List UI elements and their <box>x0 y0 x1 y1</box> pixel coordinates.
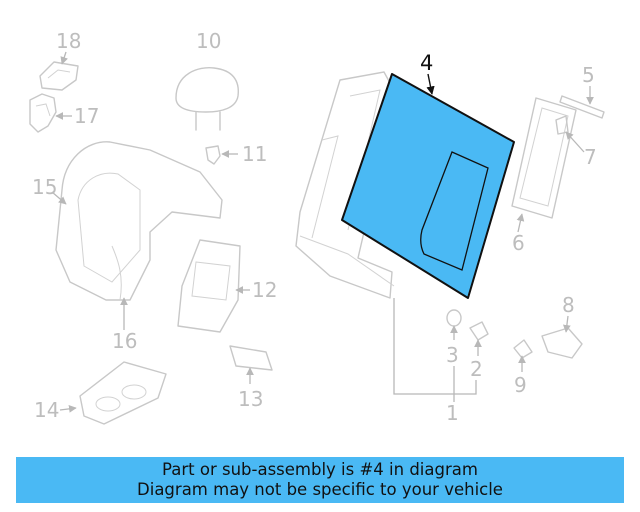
parts-diagram: 18 17 10 11 15 16 12 13 <box>29 29 605 425</box>
part-17-latch <box>29 93 57 133</box>
part-14-cupholder <box>79 361 167 425</box>
banner-line-disclaimer: Diagram may not be specific to your vehi… <box>137 480 503 499</box>
callout-3: 3 <box>446 343 459 367</box>
callout-9: 9 <box>514 373 527 397</box>
part-10-headrest <box>175 67 239 131</box>
part-6-bezel <box>511 97 577 219</box>
callout-4: 4 <box>420 51 433 75</box>
part-8-hinge <box>541 327 583 359</box>
callout-5: 5 <box>582 63 595 87</box>
callout-7: 7 <box>584 145 597 169</box>
part-3-grommet <box>446 309 462 327</box>
callout-15: 15 <box>32 175 57 199</box>
part-13-pad <box>229 345 273 371</box>
callout-8: 8 <box>562 293 575 317</box>
callout-1: 1 <box>446 401 459 425</box>
callout-16: 16 <box>112 329 137 353</box>
callout-13: 13 <box>238 387 263 411</box>
callout-2: 2 <box>470 357 483 381</box>
part-5-trim-strip <box>559 95 605 119</box>
callout-11: 11 <box>242 142 267 166</box>
banner-line-part: Part or sub-assembly is #4 in diagram <box>162 460 478 479</box>
part-11-fastener <box>205 145 221 165</box>
part-4-back-panel <box>341 73 515 299</box>
callout-14: 14 <box>34 398 59 422</box>
part-12-bracket <box>177 239 241 333</box>
callout-12: 12 <box>252 278 277 302</box>
callout-17: 17 <box>74 104 99 128</box>
part-2-screw <box>469 321 489 341</box>
callout-6: 6 <box>512 231 525 255</box>
part-info-banner: Part or sub-assembly is #4 in diagram Di… <box>16 457 624 503</box>
part-9-bracket <box>513 339 533 359</box>
part-18-clip <box>39 61 79 91</box>
callout-1-bracket <box>393 298 477 402</box>
callout-18: 18 <box>56 29 81 53</box>
callout-10: 10 <box>196 29 221 53</box>
part-15-seat-cushion <box>55 141 223 301</box>
